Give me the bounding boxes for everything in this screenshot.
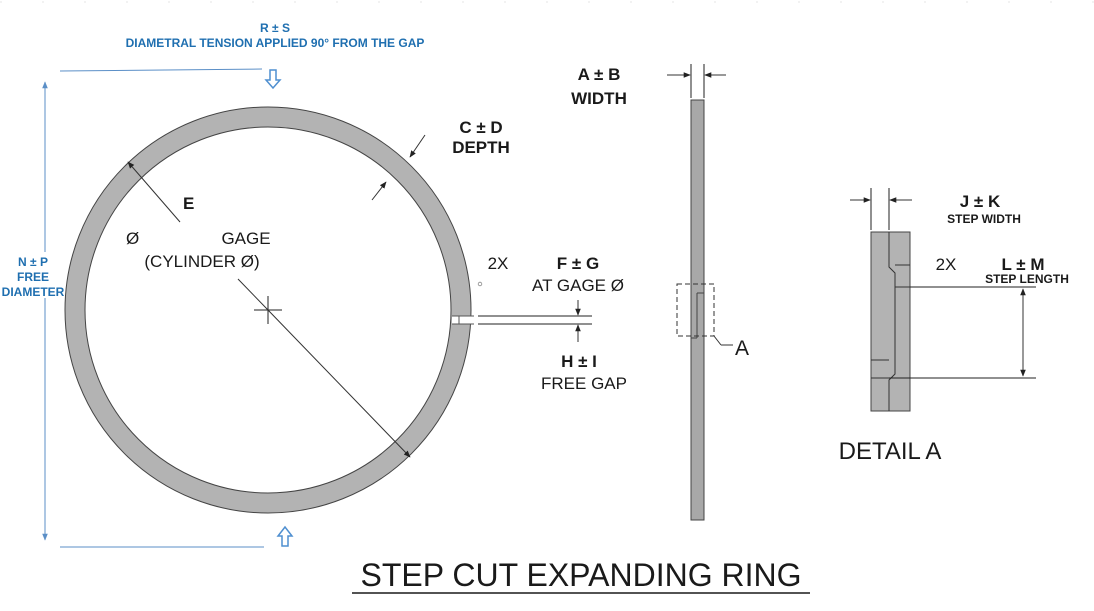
detail-a-drawing xyxy=(850,188,1036,412)
e-label: E xyxy=(183,194,194,213)
tension-description-label: DIAMETRAL TENSION APPLIED 90° FROM THE G… xyxy=(126,36,425,50)
width-code-label: A ± B xyxy=(578,65,621,84)
depth-arrow-outer xyxy=(409,134,426,158)
step-width-code-label: J ± K xyxy=(960,192,1001,211)
ring-side-view xyxy=(667,64,733,521)
phi-symbol-label: Ø xyxy=(126,229,139,248)
gap-dimension xyxy=(477,281,592,342)
diameter-free-label: FREE xyxy=(17,270,49,284)
step-length-desc-label: STEP LENGTH xyxy=(985,272,1069,286)
gage-diameter-line-ext xyxy=(237,278,269,311)
tension-arrow-bottom xyxy=(276,525,294,547)
gage-label: GAGE xyxy=(221,229,270,248)
tension-code-label: R ± S xyxy=(260,21,290,35)
free-diameter-dimension xyxy=(42,68,264,548)
gap-gage-code-label: F ± G xyxy=(557,254,599,273)
gage-diameter-line xyxy=(267,309,411,458)
detail-a-title: DETAIL A xyxy=(839,438,942,465)
depth-word-label: DEPTH xyxy=(452,138,510,157)
step-length-code-label: L ± M xyxy=(1001,255,1044,274)
two-x-right-label: 2X xyxy=(936,255,957,274)
diameter-word-label: DIAMETER xyxy=(2,285,65,299)
e-leader-line xyxy=(127,161,181,223)
diagram-title: STEP CUT EXPANDING RING xyxy=(361,557,802,593)
tension-arrow-top xyxy=(264,69,282,90)
diameter-code-label: N ± P xyxy=(18,255,48,269)
width-word-label: WIDTH xyxy=(571,89,627,108)
step-width-desc-label: STEP WIDTH xyxy=(947,212,1021,226)
free-gap-code-label: H ± I xyxy=(561,352,597,371)
depth-arrow-inner xyxy=(371,181,387,201)
depth-code-label: C ± D xyxy=(459,118,502,137)
gap-gage-desc-label: AT GAGE Ø xyxy=(532,276,624,295)
free-gap-desc-label: FREE GAP xyxy=(541,374,627,393)
cylinder-label: (CYLINDER Ø) xyxy=(144,252,259,271)
detail-reference-label: A xyxy=(735,337,749,360)
two-x-left-label: 2X xyxy=(488,254,509,273)
expanding-ring xyxy=(64,106,478,514)
